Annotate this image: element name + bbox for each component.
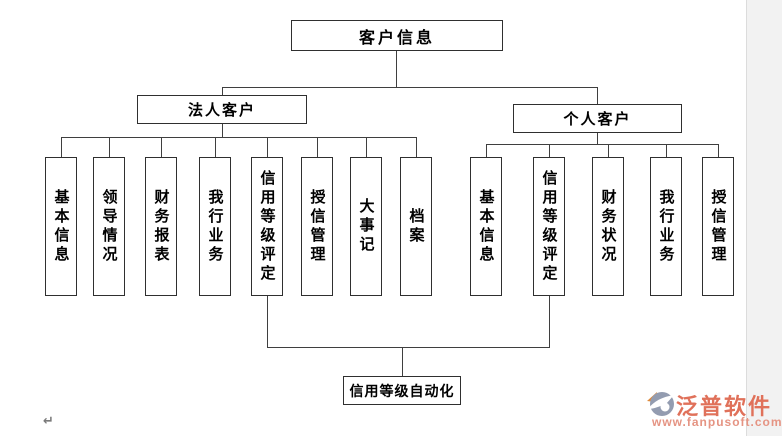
- node-corp-financial-reports: 财务报表: [145, 157, 177, 296]
- connector: [215, 137, 216, 157]
- connector: [486, 144, 487, 157]
- node-credit-rating-automation: 信用等级自动化: [343, 376, 461, 405]
- connector: [597, 87, 598, 104]
- connector: [486, 144, 719, 145]
- paragraph-return-mark: ↵: [43, 413, 54, 428]
- node-label: 基本信息: [52, 188, 70, 265]
- connector: [666, 144, 667, 157]
- node-corp-credit-management: 授信管理: [301, 157, 333, 296]
- node-pers-bank-business: 我行业务: [650, 157, 682, 296]
- node-label: 财务状况: [599, 188, 617, 265]
- connector: [396, 51, 397, 87]
- node-label: 财务报表: [152, 188, 170, 265]
- node-pers-credit-management: 授信管理: [702, 157, 734, 296]
- connector: [161, 137, 162, 157]
- node-corp-credit-rating: 信用等级评定: [251, 157, 283, 296]
- node-label: 客户信息: [358, 29, 435, 47]
- connector: [61, 137, 417, 138]
- watermark-brand-text: 泛普软件: [676, 394, 773, 419]
- connector: [597, 133, 598, 144]
- node-corp-major-events: 大事记: [350, 157, 382, 296]
- connector: [608, 144, 609, 157]
- connector: [222, 87, 598, 88]
- connector: [402, 347, 403, 376]
- node-corp-bank-business: 我行业务: [199, 157, 231, 296]
- node-label: 我行业务: [206, 188, 224, 265]
- node-label: 信用等级自动化: [349, 382, 455, 399]
- connector: [549, 296, 550, 347]
- connector: [61, 137, 62, 157]
- node-label: 个人客户: [563, 111, 632, 128]
- node-pers-basic-info: 基本信息: [470, 157, 502, 296]
- connector: [267, 137, 268, 157]
- node-pers-financial-status: 财务状况: [592, 157, 624, 296]
- node-label: 档案: [407, 207, 425, 246]
- node-pers-credit-rating: 信用等级评定: [533, 157, 565, 296]
- node-label: 授信管理: [709, 188, 727, 265]
- connector: [267, 347, 550, 348]
- fanpu-logo-icon: [646, 391, 676, 422]
- node-label: 基本信息: [477, 188, 495, 265]
- node-corp-basic-info: 基本信息: [45, 157, 77, 296]
- connector: [549, 144, 550, 157]
- node-label: 授信管理: [308, 188, 326, 265]
- node-corp-leadership: 领导情况: [93, 157, 125, 296]
- node-personal-customer: 个人客户: [513, 104, 682, 133]
- fanpu-watermark: 泛普软件 www.fanpusoft.com: [644, 388, 782, 430]
- node-label: 大事记: [357, 198, 375, 255]
- node-label: 我行业务: [657, 188, 675, 265]
- page-margin-strip: [746, 0, 782, 436]
- node-label: 信用等级评定: [258, 169, 276, 284]
- node-corp-archives: 档案: [400, 157, 432, 296]
- connector: [718, 144, 719, 157]
- node-label: 领导情况: [100, 188, 118, 265]
- node-label: 法人客户: [187, 102, 256, 119]
- node-label: 信用等级评定: [540, 169, 558, 284]
- node-corporate-customer: 法人客户: [137, 95, 307, 124]
- connector: [109, 137, 110, 157]
- connector: [267, 296, 268, 347]
- connector: [222, 124, 223, 137]
- watermark-url-text: www.fanpusoft.com: [652, 415, 782, 429]
- connector: [416, 137, 417, 157]
- connector: [366, 137, 367, 157]
- node-customer-info: 客户信息: [291, 20, 503, 51]
- connector: [317, 137, 318, 157]
- connector: [222, 87, 223, 95]
